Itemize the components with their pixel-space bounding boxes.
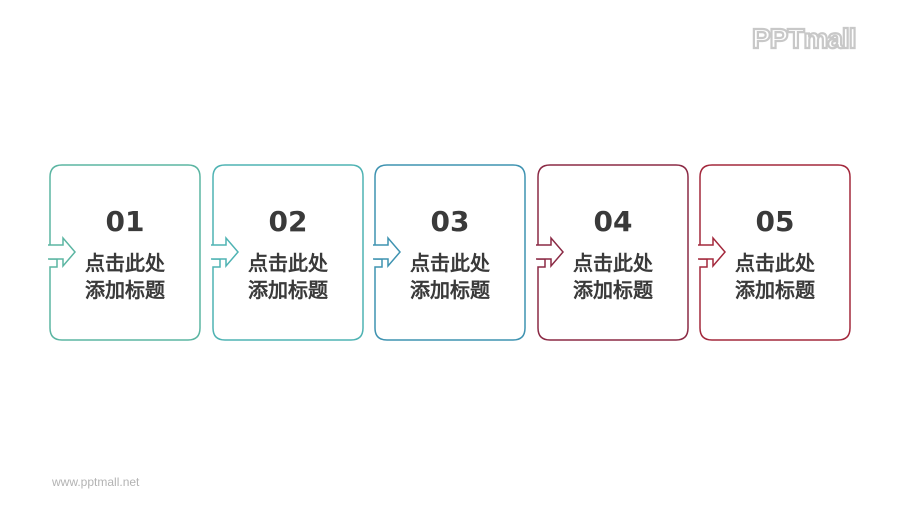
step-frame-01: [48, 164, 201, 341]
step-title-line1: 点击此处: [85, 251, 165, 275]
step-title-02[interactable]: 点击此处 添加标题: [213, 250, 363, 304]
step-number-01: 01: [105, 205, 145, 238]
step-card-05: [698, 164, 851, 341]
step-title-05[interactable]: 点击此处 添加标题: [700, 250, 850, 304]
step-title-line2: 添加标题: [735, 278, 815, 302]
step-number-05: 05: [755, 205, 795, 238]
step-title-01[interactable]: 点击此处 添加标题: [50, 250, 200, 304]
step-title-line1: 点击此处: [573, 251, 653, 275]
step-frame-02: [211, 164, 364, 341]
step-card-01: [48, 164, 201, 341]
step-title-04[interactable]: 点击此处 添加标题: [538, 250, 688, 304]
step-frame-04: [536, 164, 689, 341]
step-frame-03: [373, 164, 526, 341]
step-number-02: 02: [268, 205, 308, 238]
logo-text: PPTmall: [752, 23, 855, 54]
footer-url[interactable]: www.pptmall.net: [52, 475, 140, 489]
step-card-03: [373, 164, 526, 341]
step-frame-05: [698, 164, 851, 341]
step-title-line1: 点击此处: [410, 251, 490, 275]
step-card-02: [211, 164, 364, 341]
pptmall-logo: PPTmall: [752, 22, 858, 55]
step-title-line1: 点击此处: [248, 251, 328, 275]
step-card-04: [536, 164, 689, 341]
step-number-04: 04: [593, 205, 633, 238]
step-title-03[interactable]: 点击此处 添加标题: [375, 250, 525, 304]
step-title-line2: 添加标题: [248, 278, 328, 302]
step-title-line2: 添加标题: [410, 278, 490, 302]
step-title-line2: 添加标题: [85, 278, 165, 302]
step-title-line1: 点击此处: [735, 251, 815, 275]
step-number-03: 03: [430, 205, 470, 238]
step-title-line2: 添加标题: [573, 278, 653, 302]
